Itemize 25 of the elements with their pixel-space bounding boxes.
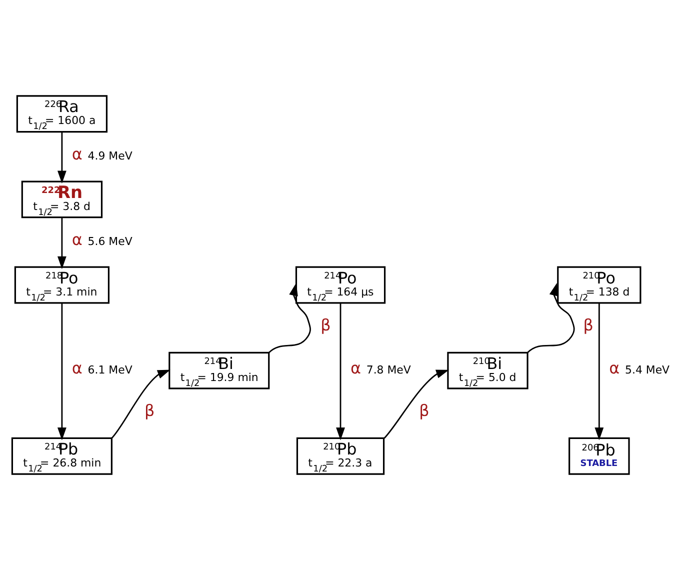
arrow [57,303,66,440]
node-box: $^{206}$Pb STABLE [568,437,630,475]
edge-label: β [320,316,331,335]
node-box: $^{214}$Po t$_{1/2}$= 164 µs [295,266,386,304]
edge-label: β [144,401,155,420]
node-box: $^{222}$Rn t$_{1/2}$= 3.8 d [21,180,103,218]
edge-label: α 6.1 MeV [72,358,132,378]
arrow [57,218,66,270]
edge-label: β [583,316,594,335]
arrow [268,282,311,354]
edge-label: β [419,401,430,420]
edge-label: α 7.8 MeV [350,358,411,378]
arrow [384,370,449,439]
edge-label: α 5.6 MeV [72,230,132,250]
arrow [336,303,345,440]
arrow [594,303,604,440]
node-box: $^{214}$Bi t$_{1/2}$= 19.9 min [168,352,270,390]
arrow [527,282,575,354]
arrow [57,132,66,184]
node-box: $^{226}$Ra t$_{1/2}$= 1600 a [16,95,108,133]
edge-label: α 4.9 MeV [72,144,132,164]
node-box: $^{218}$Po t$_{1/2}$= 3.1 min [14,266,110,304]
arrow [111,370,170,439]
node-box: $^{214}$Pb t$_{1/2}$= 26.8 min [11,437,112,475]
edge-label: α 5.4 MeV [609,358,670,378]
